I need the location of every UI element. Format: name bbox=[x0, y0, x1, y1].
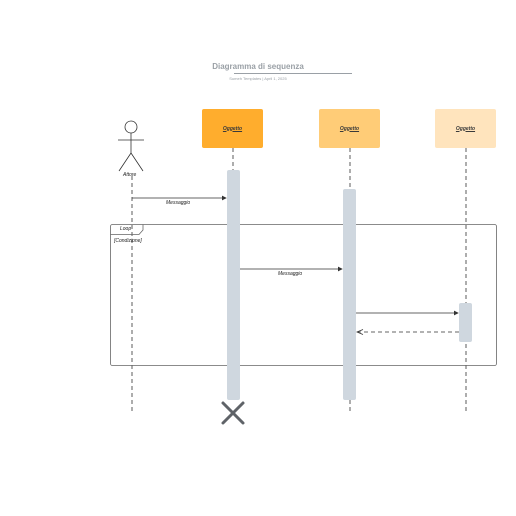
object-1-box[interactable]: Oggetto bbox=[202, 109, 263, 148]
fragment-guard: [Condizione] bbox=[114, 238, 142, 244]
loop-fragment bbox=[110, 224, 497, 366]
fragment-operator: Loop bbox=[120, 226, 132, 232]
actor-icon bbox=[118, 120, 144, 172]
message-1-label: Messaggio bbox=[166, 200, 191, 206]
diagram-title: Diagramma di sequenza bbox=[212, 62, 304, 71]
object-1-label: Oggetto bbox=[222, 125, 243, 132]
message-2-label: Messaggio bbox=[278, 271, 303, 277]
object-3-activation bbox=[459, 303, 472, 342]
destroy-marker-icon bbox=[221, 401, 245, 425]
object-2-box[interactable]: Oggetto bbox=[319, 109, 380, 148]
object-2-label: Oggetto bbox=[339, 125, 360, 132]
diagram-subtitle: Sumeh Templates | April 1, 2025 bbox=[229, 76, 287, 81]
title-divider bbox=[234, 73, 352, 74]
loop-fragment-tab bbox=[110, 224, 144, 235]
return-arrowhead bbox=[355, 329, 364, 335]
object-1-activation bbox=[227, 170, 240, 400]
object-3-box[interactable]: Oggetto bbox=[435, 109, 496, 148]
object-3-label: Oggetto bbox=[455, 125, 476, 132]
actor-label: Attore bbox=[123, 172, 137, 178]
object-2-activation bbox=[343, 189, 356, 400]
